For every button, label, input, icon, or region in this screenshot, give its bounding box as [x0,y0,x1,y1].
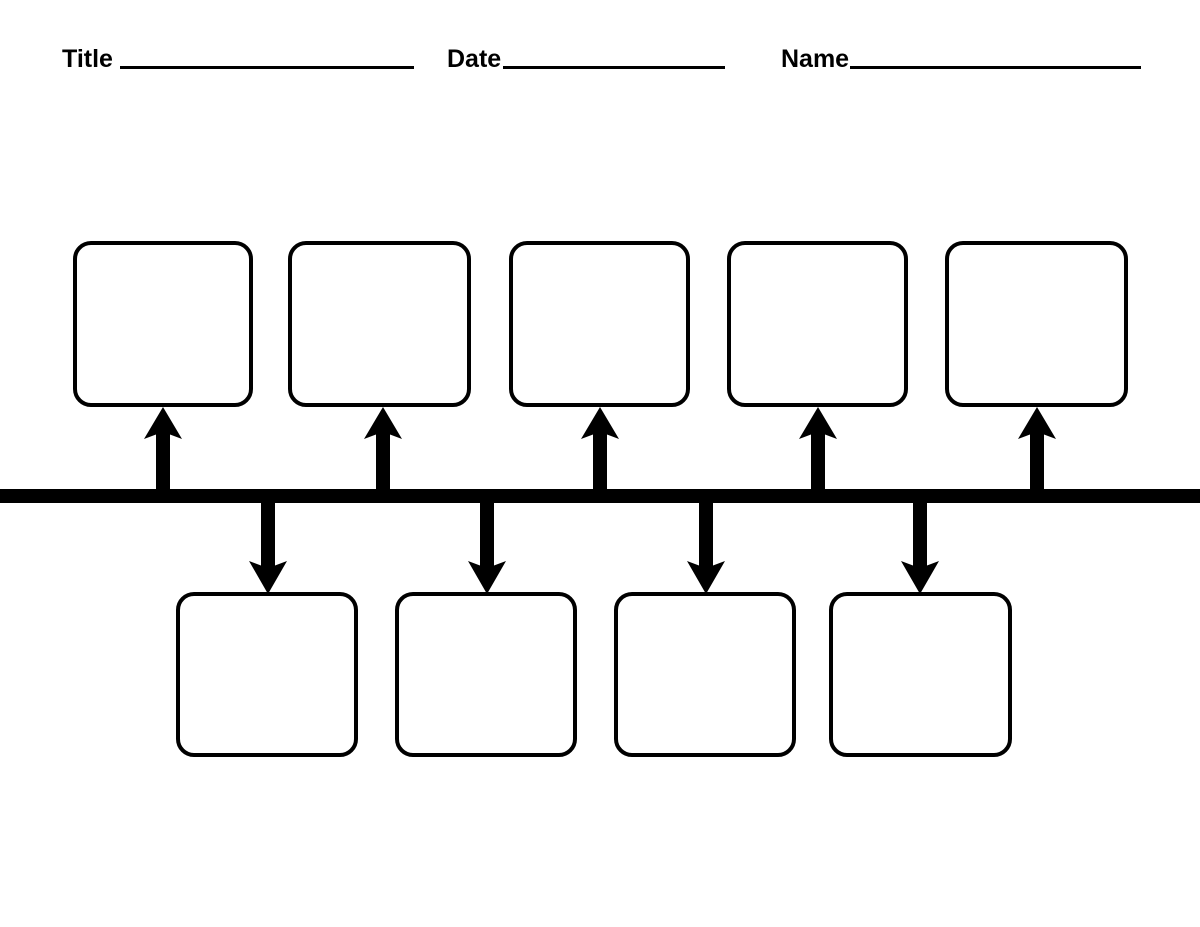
bottom-event-box-2[interactable] [395,592,577,757]
timeline-bar [0,489,1200,503]
date-field-label: Date [447,45,502,73]
top-event-box-4[interactable] [727,241,908,407]
arrow-up-icon [570,407,630,493]
arrow-up-icon [1007,407,1067,493]
arrow-up-icon [788,407,848,493]
arrow-down-icon [676,499,736,594]
top-event-box-2[interactable] [288,241,471,407]
arrow-up-icon [133,407,193,493]
top-event-box-5[interactable] [945,241,1128,407]
arrow-up-icon [353,407,413,493]
arrow-down-icon [238,499,298,594]
bottom-event-box-3[interactable] [614,592,796,757]
name-field[interactable]: Name [781,38,1142,73]
header-fields: Title Date Name [0,38,1200,78]
arrow-down-icon [457,499,517,594]
bottom-event-box-1[interactable] [176,592,358,757]
date-field-rule[interactable] [503,66,726,69]
title-field[interactable]: Title [62,38,414,72]
title-field-rule[interactable] [119,66,414,69]
top-event-box-1[interactable] [73,241,253,407]
title-field-label: Title [62,45,113,73]
name-field-label: Name [781,45,850,73]
name-field-rule[interactable] [850,66,1142,69]
bottom-event-box-4[interactable] [829,592,1012,757]
date-field[interactable]: Date [447,38,726,73]
top-event-box-3[interactable] [509,241,690,407]
arrow-down-icon [890,499,950,594]
